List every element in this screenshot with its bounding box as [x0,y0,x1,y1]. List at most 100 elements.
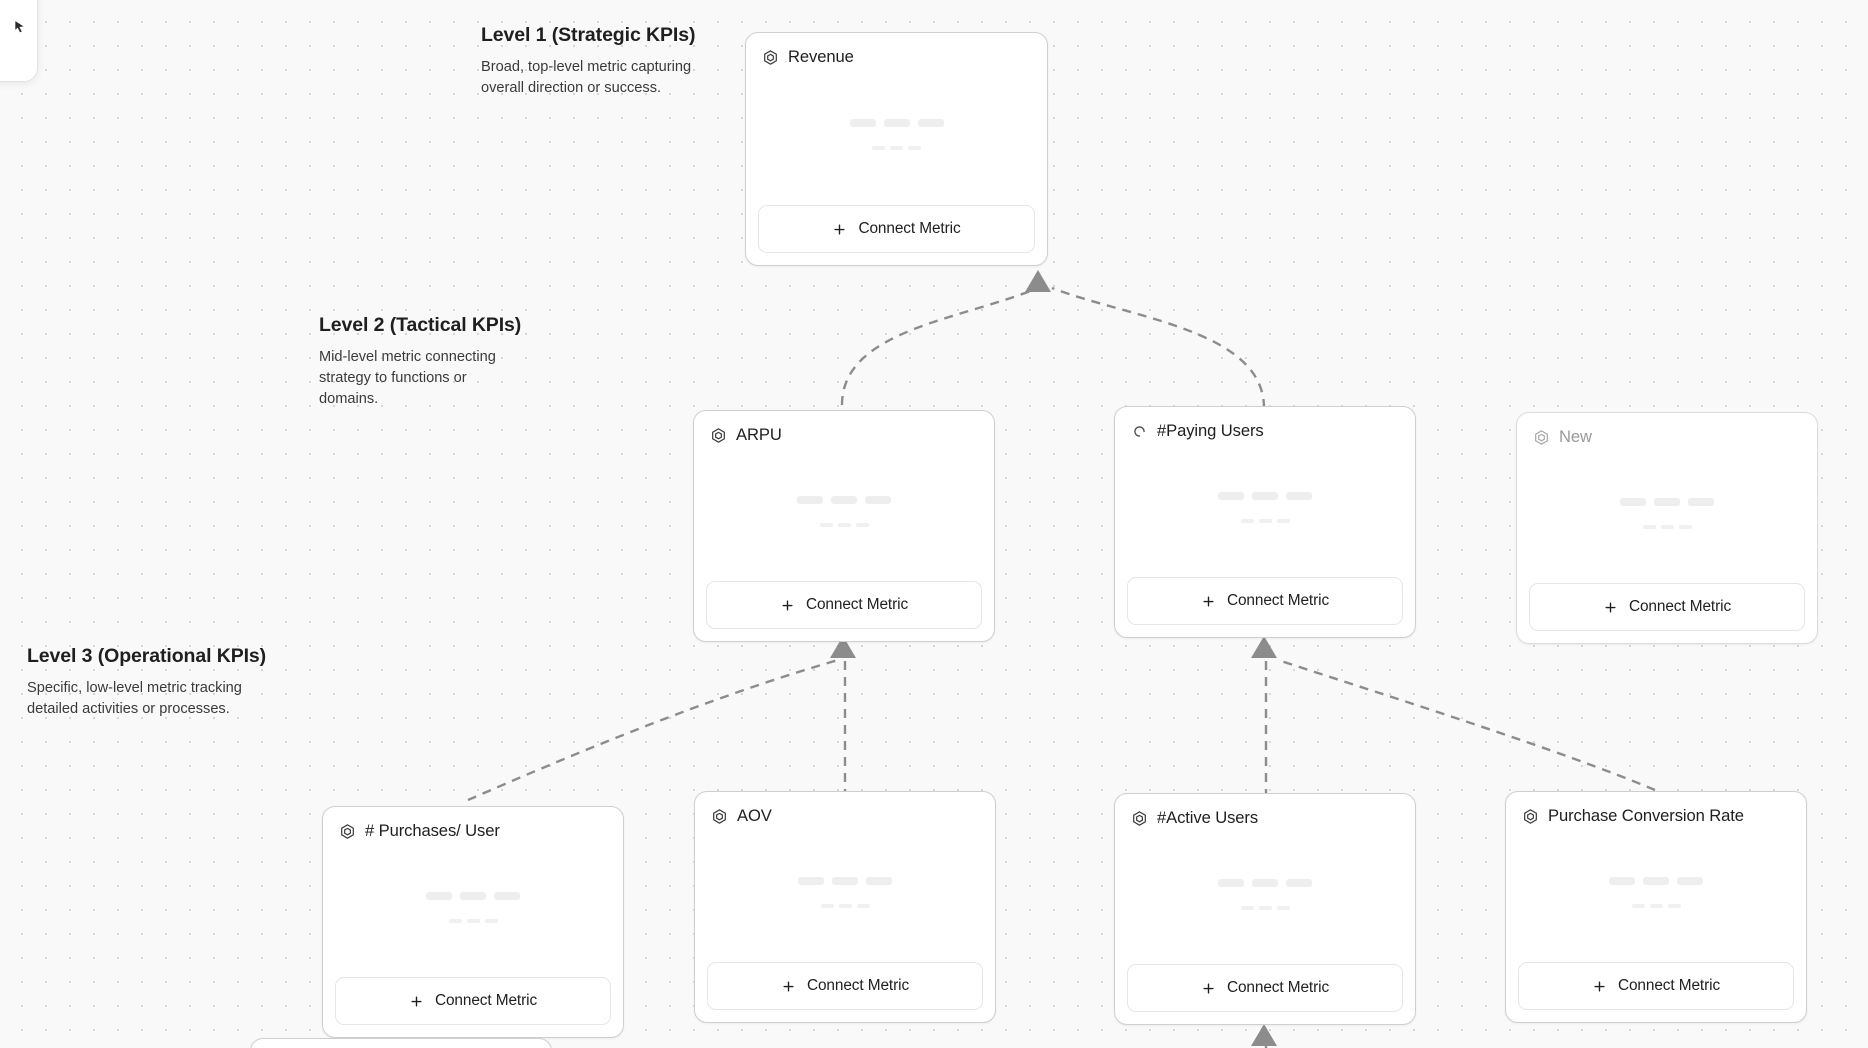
card-title: Purchase Conversion Rate [1548,806,1744,825]
card-title: #Active Users [1157,808,1259,827]
card-placeholder-body [323,841,623,977]
connect-metric-label: Connect Metric [806,977,910,994]
connect-metric-label: Connect Metric [1226,592,1330,609]
hexagon-metric-icon [341,823,354,839]
connect-metric-button[interactable]: Connect Metric [1127,964,1403,1012]
card-header: Purchase Conversion Rate [1506,792,1806,826]
skeleton-row-secondary [448,918,498,923]
skeleton-bar [448,918,462,923]
skeleton-bar [798,876,824,885]
card-title: # Purchases/ User [365,821,500,840]
connect-metric-button[interactable]: Connect Metric [706,581,982,629]
skeleton-row-primary [1609,876,1703,885]
skeleton-row-primary [1218,491,1312,500]
edge-paying-users-to-revenue [1051,286,1266,409]
skeleton-bar [866,876,892,885]
plus-icon [1203,982,1214,994]
metric-card-revenue[interactable]: Revenue Connect Metric [745,32,1048,266]
metric-card-active-users[interactable]: #Active Users Connect Metric [1114,793,1416,1025]
card-title: ARPU [736,425,782,444]
hexagon-metric-icon [764,49,777,65]
plus-icon [1594,980,1605,992]
card-title: AOV [737,806,772,825]
arrowhead-active-users [1251,1024,1277,1046]
level-3-label-group: Level 3 (Operational KPIs) Specific, low… [27,644,266,720]
level-3-description: Specific, low-level metric tracking deta… [27,680,242,718]
skeleton-bar [1660,524,1674,529]
metric-card-aov[interactable]: AOV Connect Metric [694,791,996,1023]
level-1-description: Broad, top-level metric capturing overal… [481,59,692,97]
skeleton-bar [855,522,869,527]
skeleton-bar [1677,876,1703,885]
edge-purchases-to-arpu [467,658,839,802]
card-header: AOV [695,792,995,826]
connect-metric-label: Connect Metric [858,220,961,237]
skeleton-bar [890,145,903,150]
metric-card-offscreen-bottom[interactable] [250,1038,552,1048]
skeleton-bar [1642,524,1656,529]
skeleton-bar [865,495,891,504]
cursor-arrow-icon [15,21,24,33]
connect-metric-label: Connect Metric [434,992,538,1009]
plus-icon [1203,595,1214,607]
edge-conversion-to-paying-users [1277,658,1656,792]
card-placeholder-body [1115,441,1415,577]
connect-metric-button[interactable]: Connect Metric [1127,577,1403,625]
arrowhead-paying-users [1251,636,1277,658]
card-placeholder-body [694,445,994,581]
skeleton-bar [883,118,910,127]
plus-icon [411,995,422,1007]
card-header: #Paying Users [1115,407,1415,441]
connect-metric-button[interactable]: Connect Metric [758,205,1035,253]
connect-metric-button[interactable]: Connect Metric [1518,962,1794,1010]
metric-card-new[interactable]: New Connect Metric [1516,412,1818,644]
skeleton-row-primary [849,118,944,127]
skeleton-bar [1258,518,1272,523]
card-header: #Active Users [1115,794,1415,828]
card-header: # Purchases/ User [323,807,623,841]
skeleton-bar [1276,518,1290,523]
skeleton-bar [837,522,851,527]
hexagon-metric-icon [713,808,726,824]
arrowhead-revenue [1025,270,1051,292]
skeleton-bar [494,891,520,900]
level-1-label-group: Level 1 (Strategic KPIs) Broad, top-leve… [481,23,696,99]
skeleton-bar [917,118,944,127]
skeleton-bar [797,495,823,504]
plus-icon [1605,601,1616,613]
skeleton-bar [1252,878,1278,887]
connect-metric-button[interactable]: Connect Metric [707,962,983,1010]
skeleton-row-primary [797,495,891,504]
card-placeholder-body [1115,828,1415,964]
connect-metric-label: Connect Metric [1617,977,1721,994]
connect-metric-button[interactable]: Connect Metric [1529,583,1805,631]
skeleton-row-secondary [1240,905,1290,910]
plus-icon [783,980,794,992]
card-title: #Paying Users [1157,421,1264,440]
skeleton-bar [1240,905,1254,910]
skeleton-bar [1218,491,1244,500]
connect-metric-label: Connect Metric [1628,598,1732,615]
metric-card-arpu[interactable]: ARPU Connect Metric [693,410,995,642]
skeleton-bar [1286,491,1312,500]
skeleton-row-primary [426,891,520,900]
skeleton-bar [832,876,858,885]
card-placeholder-body [1506,826,1806,962]
skeleton-bar [856,903,870,908]
skeleton-bar [1643,876,1669,885]
skeleton-row-secondary [1642,524,1692,529]
skeleton-bar [1620,497,1646,506]
floating-corner-panel[interactable] [0,0,38,82]
skeleton-bar [819,522,833,527]
loading-spinner-icon [1134,425,1145,437]
connect-metric-button[interactable]: Connect Metric [335,977,611,1025]
connect-metric-label: Connect Metric [1226,979,1330,996]
hexagon-metric-icon [1133,810,1146,826]
skeleton-bar [820,903,834,908]
metric-card-purchase-conversion-rate[interactable]: Purchase Conversion Rate Connect Metric [1505,791,1807,1023]
metric-card-purchases-per-user[interactable]: # Purchases/ User Connect Metric [322,806,624,1038]
metric-card-paying-users[interactable]: #Paying Users Connect Metric [1114,406,1416,638]
skeleton-bar [466,918,480,923]
skeleton-row-primary [1218,878,1312,887]
